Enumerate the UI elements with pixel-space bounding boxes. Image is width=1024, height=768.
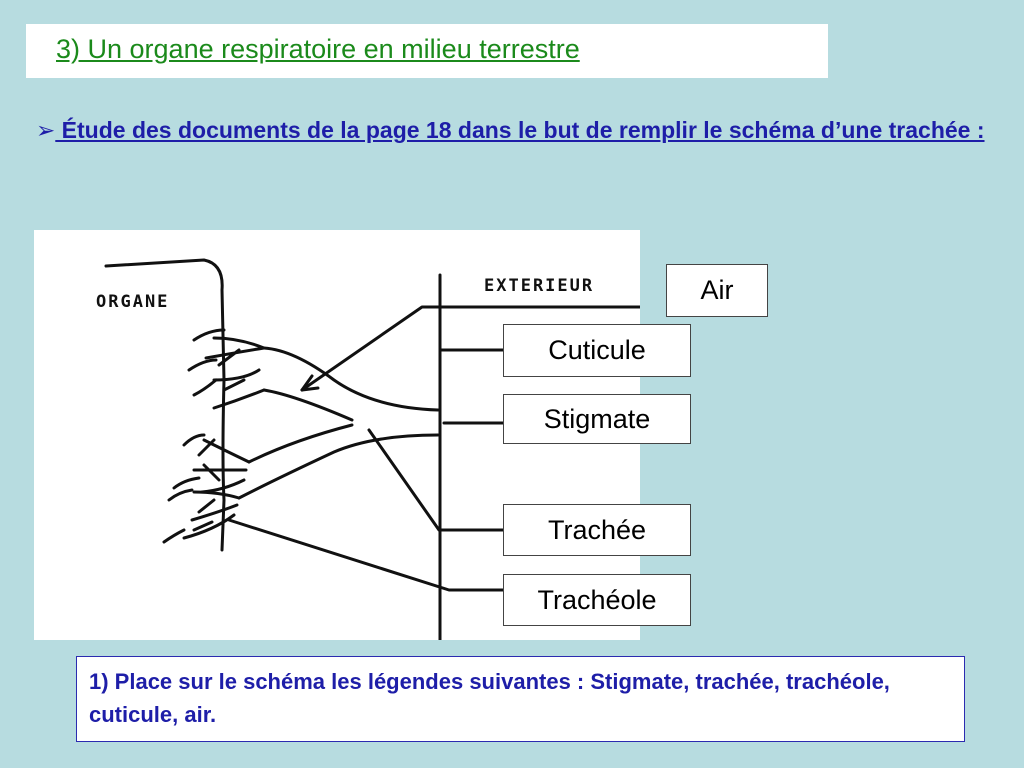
trachea-wall-upper bbox=[262, 346, 440, 412]
subtitle: ➢ Étude des documents de la page 18 dans… bbox=[36, 112, 986, 148]
tracheoles-middle bbox=[192, 438, 251, 494]
branch-upper-inner bbox=[262, 388, 354, 422]
trachee-pointer-line bbox=[367, 428, 506, 532]
title-banner: 3) Un organe respiratoire en milieu terr… bbox=[26, 24, 828, 78]
label-cuticule[interactable]: Cuticule bbox=[503, 324, 691, 377]
tracheole-pointer-line bbox=[227, 518, 506, 592]
tracheoles-lower bbox=[182, 490, 241, 540]
trachea-drawing bbox=[104, 258, 640, 640]
label-air[interactable]: Air bbox=[666, 264, 768, 317]
instruction-box: 1) Place sur le schéma les légendes suiv… bbox=[76, 656, 965, 742]
air-pointer-line bbox=[300, 305, 640, 392]
page-title: 3) Un organe respiratoire en milieu terr… bbox=[56, 34, 580, 64]
label-trachee[interactable]: Trachée bbox=[503, 504, 691, 556]
label-tracheole[interactable]: Trachéole bbox=[503, 574, 691, 626]
label-air-text: Air bbox=[700, 275, 734, 305]
tracheoles-upper bbox=[204, 336, 266, 410]
branch-lower-inner bbox=[247, 423, 354, 464]
label-tracheole-text: Trachéole bbox=[537, 584, 657, 615]
exterior-label: EXTERIEUR bbox=[484, 276, 595, 296]
instruction-text: 1) Place sur le schéma les légendes suiv… bbox=[89, 669, 890, 727]
organ-label: ORGANE bbox=[96, 292, 170, 312]
label-stigmate[interactable]: Stigmate bbox=[503, 394, 691, 444]
label-stigmate-text: Stigmate bbox=[543, 403, 651, 434]
trachea-wall-lower bbox=[237, 433, 440, 500]
arrow-bullet-icon: ➢ bbox=[36, 117, 56, 143]
label-trachee-text: Trachée bbox=[547, 514, 647, 545]
subtitle-text: Étude des documents de la page 18 dans l… bbox=[55, 117, 985, 143]
air-arrow-head bbox=[300, 374, 320, 392]
label-cuticule-text: Cuticule bbox=[548, 335, 646, 365]
